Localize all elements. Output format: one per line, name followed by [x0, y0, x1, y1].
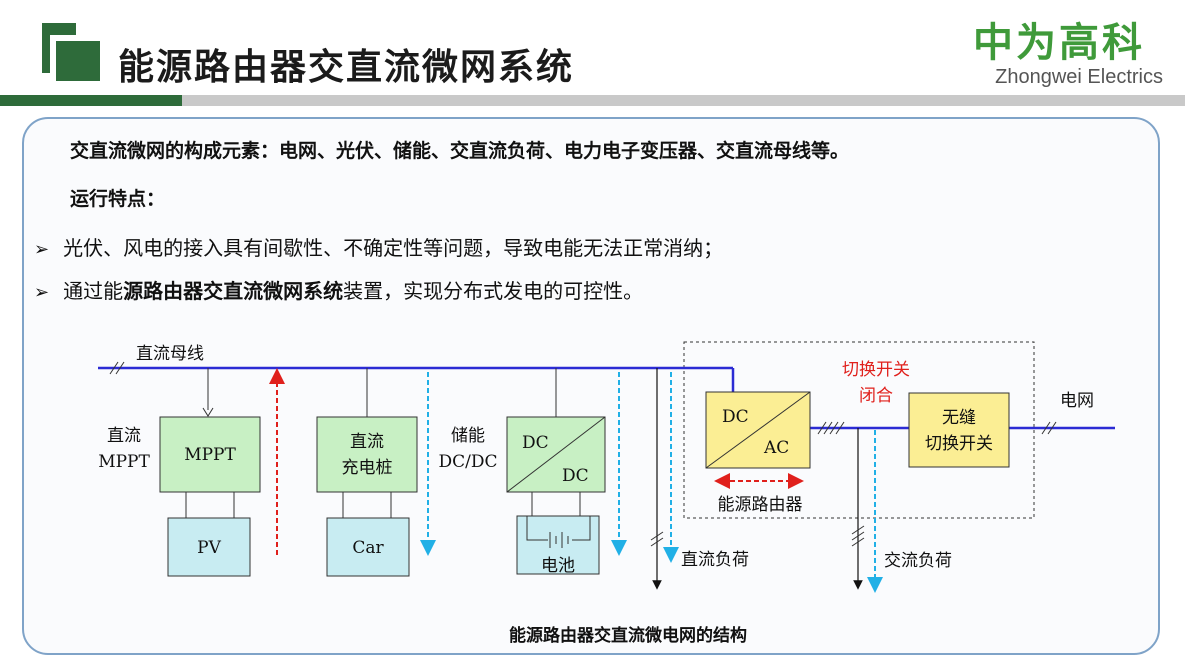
bullet-item: ➢ 光伏、风电的接入具有间歇性、不确定性等问题，导致电能无法正常消纳； [34, 232, 723, 261]
charger-label: 直流 [350, 432, 384, 452]
grid-label: 电网 [1060, 391, 1094, 411]
mppt-side-label: 直流 [107, 426, 141, 446]
charger-box [316, 416, 418, 493]
bullet-text: 光伏、风电的接入具有间歇性、不确定性等问题，导致电能无法正常消纳； [63, 236, 724, 260]
header-bar [182, 95, 1185, 106]
car-box-label: Car [352, 538, 384, 558]
seamless-switch-box [908, 392, 1010, 468]
seamless-switch-label: 无缝 [942, 408, 976, 428]
logo-squares-icon [42, 23, 100, 81]
diagram-caption: 能源路由器交直流微电网的结构 [509, 625, 747, 646]
dcac-top-label: DC [722, 407, 749, 427]
pv-box [167, 517, 251, 577]
bullet-text-bold: 源路由器交直流微网系统 [123, 279, 344, 303]
dc-load-slash-icon [650, 531, 664, 547]
elements-text: 交直流微网的构成元素：电网、光伏、储能、交直流负荷、电力电子变压器、交直流母线等… [70, 140, 850, 162]
brand-logo-cn: 中为高科 [973, 20, 1145, 66]
switch-label: 切换开关 [842, 360, 910, 380]
ac-bus-slash-icon [817, 421, 845, 435]
bullet-arrow-icon: ➢ [34, 282, 50, 303]
battery-label: 电池 [541, 556, 575, 576]
dc-bus-label: 直流母线 [136, 344, 204, 364]
storage-label: 储能 [451, 426, 485, 446]
storage-label: DC/DC [438, 452, 497, 472]
bullet-arrow-icon: ➢ [34, 239, 50, 260]
ac-load-slash-icon [851, 525, 865, 547]
mppt-box-label: MPPT [184, 445, 236, 465]
pv-box-label: PV [197, 538, 221, 558]
mppt-side-label: MPPT [98, 452, 150, 472]
dcdc-bottom-label: DC [562, 466, 589, 486]
router-label: 能源路由器 [718, 495, 803, 515]
dcdc-top-label: DC [522, 433, 549, 453]
header-bar-accent [0, 95, 182, 106]
router-frame [683, 341, 1035, 519]
brand-logo-en: Zhongwei Electrics [995, 66, 1163, 88]
bullet-text-prefix: 通过能 [63, 279, 124, 303]
dcac-bottom-label: AC [763, 438, 789, 458]
battery-box [516, 515, 600, 575]
battery-icon [526, 516, 591, 548]
ac-load-label: 交流负荷 [884, 551, 952, 571]
charger-label: 充电桩 [342, 458, 393, 478]
seamless-switch-label: 切换开关 [925, 434, 993, 454]
grid-slash-icon [1041, 421, 1057, 435]
page-title: 能源路由器交直流微网系统 [118, 47, 575, 88]
switch-label: 闭合 [859, 386, 893, 406]
car-box [326, 517, 410, 577]
bullet-item: ➢ 通过能源路由器交直流微网系统装置，实现分布式发电的可控性。 [34, 275, 643, 304]
dc-bus-slash-icon [109, 361, 125, 375]
features-heading: 运行特点： [70, 188, 166, 210]
dc-load-label: 直流负荷 [681, 550, 749, 570]
bullet-text-suffix: 装置，实现分布式发电的可控性。 [343, 279, 644, 303]
mppt-box [159, 416, 261, 493]
